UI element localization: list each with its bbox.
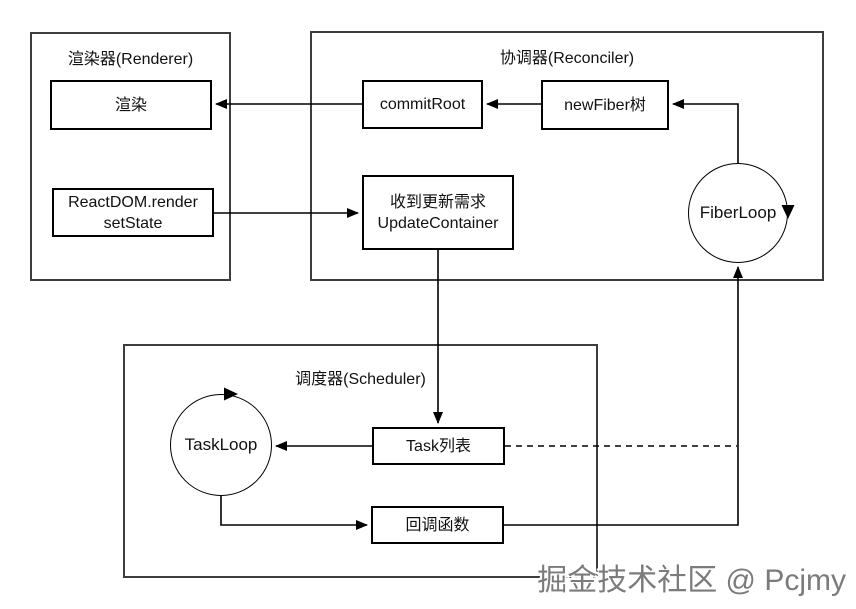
newfiber-node-label: newFiber树 (564, 96, 646, 114)
reactdom-node-line1: ReactDOM.render (68, 193, 198, 211)
updatecontainer-node-line2: UpdateContainer (377, 214, 499, 232)
newfiber-node: newFiber树 (541, 80, 669, 130)
tasklist-node-label: Task列表 (406, 437, 471, 455)
callback-node-label: 回调函数 (405, 516, 470, 534)
fiberloop-circle-label: FiberLoop (699, 203, 777, 222)
callback-node: 回调函数 (371, 506, 504, 544)
renderer-title: 渲染器(Renderer) (67, 51, 194, 68)
reactdom-node-line2: setState (103, 214, 163, 232)
render-node-label: 渲染 (114, 96, 147, 114)
renderer-group-box: 渲染器(Renderer) (30, 32, 231, 281)
render-node: 渲染 (50, 80, 212, 130)
reactdom-node: ReactDOM.render setState (52, 188, 214, 237)
commitroot-node-label: commitRoot (379, 96, 466, 113)
reconciler-title: 协调器(Reconciler) (499, 50, 635, 67)
taskloop-circle: TaskLoop (170, 394, 272, 496)
watermark-text: 掘金技术社区 @ Pcjmy (537, 564, 846, 597)
updatecontainer-node: 收到更新需求 UpdateContainer (362, 175, 514, 250)
scheduler-title: 调度器(Scheduler) (295, 371, 426, 388)
taskloop-circle-label: TaskLoop (184, 435, 258, 454)
updatecontainer-node-line1: 收到更新需求 (389, 193, 486, 211)
tasklist-node: Task列表 (372, 427, 505, 465)
commitroot-node: commitRoot (362, 80, 483, 129)
fiberloop-circle: FiberLoop (688, 163, 788, 263)
